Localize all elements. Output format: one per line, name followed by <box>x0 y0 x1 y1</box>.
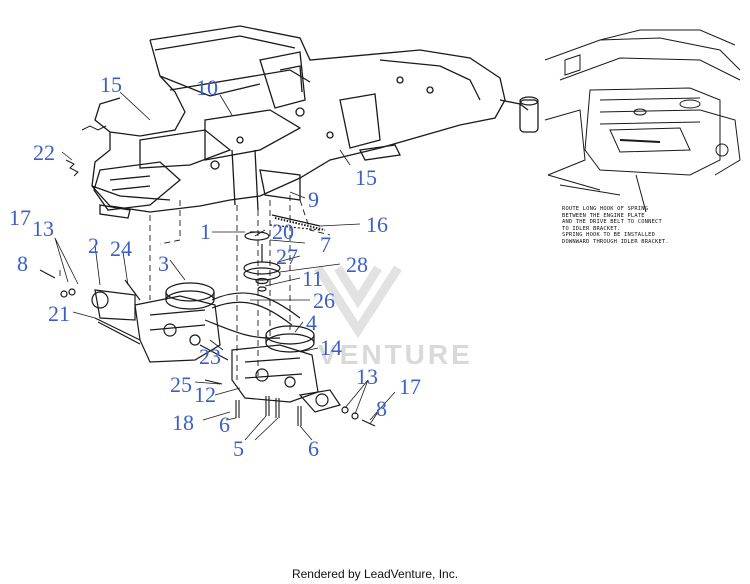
leader-lines <box>54 91 396 441</box>
callout-8[interactable]: 8 <box>17 251 28 276</box>
callout-6[interactable]: 6 <box>308 436 319 461</box>
callout-26[interactable]: 26 <box>313 288 335 313</box>
callout-28[interactable]: 28 <box>346 252 368 277</box>
callout-9[interactable]: 9 <box>308 187 319 212</box>
callout-5[interactable]: 5 <box>233 436 244 461</box>
inset-detail <box>544 29 741 213</box>
note-line: BETWEEN THE ENGINE PLATE <box>562 212 645 219</box>
callout-1[interactable]: 1 <box>200 219 211 244</box>
callout-22[interactable]: 22 <box>33 140 55 165</box>
callout-2[interactable]: 2 <box>88 233 99 258</box>
callout-18[interactable]: 18 <box>172 410 194 435</box>
springs <box>65 125 326 231</box>
watermark-logo <box>314 265 402 339</box>
callout-3[interactable]: 3 <box>158 251 169 276</box>
note-line: AND THE DRIVE BELT TO CONNECT <box>562 219 662 226</box>
callout-8[interactable]: 8 <box>376 396 387 421</box>
callout-15[interactable]: 15 <box>355 165 377 190</box>
note-line: DOWNWARD THROUGH IDLER BRACKET. <box>562 238 669 245</box>
callout-24[interactable]: 24 <box>110 236 132 261</box>
callout-10[interactable]: 10 <box>196 75 218 100</box>
callout-17[interactable]: 17 <box>399 374 421 399</box>
callout-12[interactable]: 12 <box>194 382 216 407</box>
callout-11[interactable]: 11 <box>302 266 324 291</box>
footer-credit: Rendered by LeadVenture, Inc. <box>291 567 459 581</box>
mounting-bolts <box>204 379 302 426</box>
callout-27[interactable]: 27 <box>276 244 298 269</box>
note-line: TO IDLER BRACKET. <box>562 225 621 232</box>
watermark-text: VENTURE <box>318 339 473 370</box>
callout-13[interactable]: 13 <box>32 216 54 241</box>
callout-6[interactable]: 6 <box>219 412 230 437</box>
left-transaxle <box>39 269 221 363</box>
inset-note: ROUTE LONG HOOK OF SPRING BETWEEN THE EN… <box>562 206 742 246</box>
inset-region <box>540 30 745 220</box>
callout-23[interactable]: 23 <box>199 344 221 369</box>
callout-16[interactable]: 16 <box>366 212 388 237</box>
callout-4[interactable]: 4 <box>306 310 317 335</box>
note-line: SPRING HOOK TO BE INSTALLED <box>562 232 656 239</box>
note-line: ROUTE LONG HOOK OF SPRING <box>562 206 649 212</box>
callout-7[interactable]: 7 <box>320 232 331 257</box>
chassis-frame <box>91 25 539 219</box>
callout-14[interactable]: 14 <box>320 335 342 360</box>
callout-17[interactable]: 17 <box>9 205 31 230</box>
idler-pulleys <box>243 214 321 292</box>
callout-15[interactable]: 15 <box>100 72 122 97</box>
callout-25[interactable]: 25 <box>170 372 192 397</box>
drive-belt <box>204 292 301 339</box>
callout-20[interactable]: 20 <box>272 219 294 244</box>
right-transaxle <box>199 325 376 427</box>
callout-13[interactable]: 13 <box>356 364 378 389</box>
callout-21[interactable]: 21 <box>48 301 70 326</box>
